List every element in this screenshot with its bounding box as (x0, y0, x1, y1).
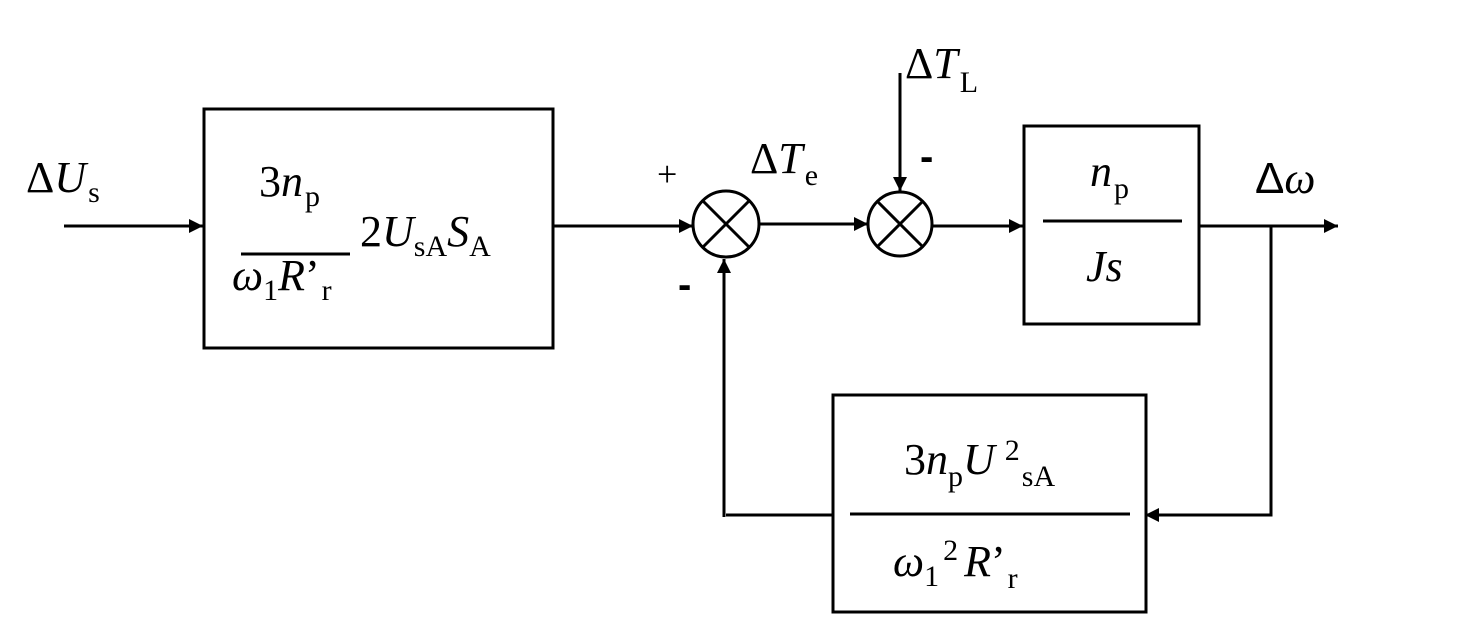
summing-junction-2 (866, 190, 934, 258)
sum1-plus-sign: + (657, 154, 677, 194)
feedback-gain-block (831, 393, 1148, 614)
plant-block (1022, 124, 1201, 326)
plant-numerator: np (1090, 147, 1129, 205)
forward-denominator: ω1R’r (232, 251, 332, 307)
load-torque-label: ΔTL (905, 39, 978, 99)
forward-gain-block (202, 107, 555, 350)
input-us-label: ΔUs (26, 153, 100, 209)
sum1-minus-sign: - (678, 263, 691, 307)
forward-factor: 2UsASA (360, 207, 491, 263)
feedback-takeoff-wire (1145, 226, 1273, 522)
sum2-minus-sign: - (920, 135, 933, 179)
summing-junction-1 (691, 189, 761, 259)
electromagnetic-torque-label: ΔTe (750, 134, 818, 192)
output-omega-label: Δω (1255, 154, 1315, 203)
forward-numerator: 3np (259, 157, 320, 213)
plant-denominator: Js (1086, 242, 1123, 291)
